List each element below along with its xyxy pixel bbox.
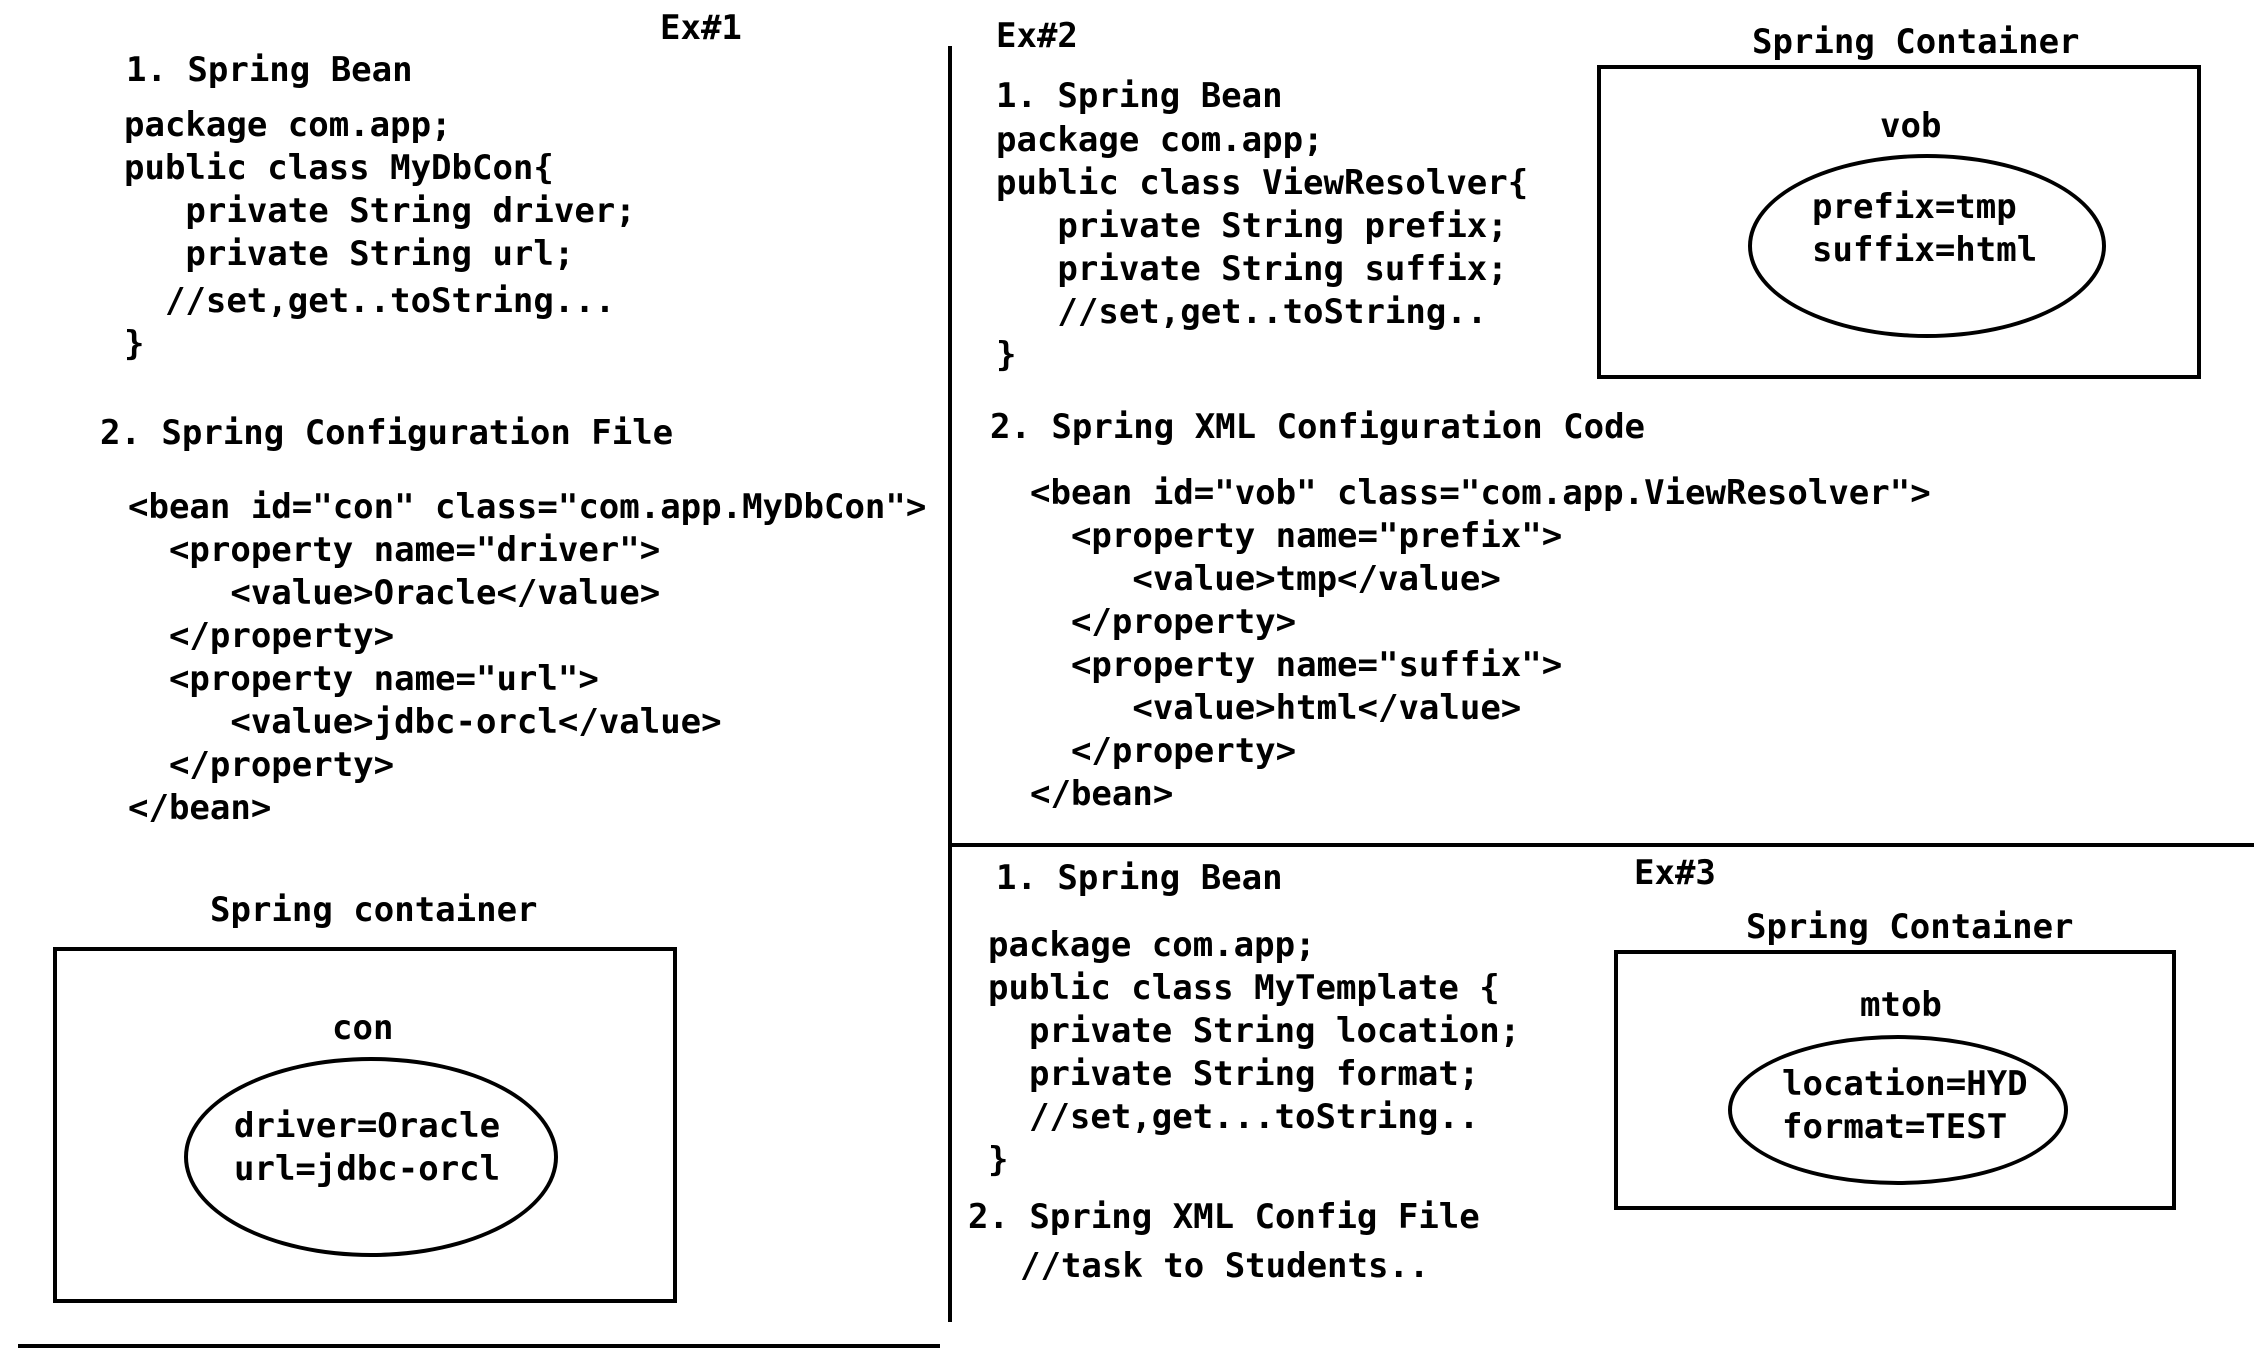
example-1-container-box: [53, 947, 677, 1303]
example-3-object-name: mtob: [1860, 985, 1942, 1025]
example-1-container-title: Spring container: [210, 890, 538, 930]
example-1-config-heading: 2. Spring Configuration File: [100, 413, 674, 453]
code-line: private String suffix;: [996, 249, 1508, 289]
object-property: location=HYD: [1782, 1064, 2028, 1104]
code-line: public class MyTemplate {: [988, 968, 1500, 1008]
horizontal-divider-right: [950, 843, 2254, 847]
example-1-object-name: con: [332, 1008, 394, 1048]
xml-line: <value>Oracle</value>: [128, 573, 661, 613]
example-1-object-oval: [184, 1057, 558, 1257]
example-3-object-props: location=HYD format=TEST: [1782, 1063, 2028, 1149]
xml-line: <property name="prefix">: [1030, 516, 1563, 556]
code-line: }: [124, 324, 145, 364]
code-line: public class ViewResolver{: [996, 163, 1529, 203]
example-1-object-props: driver=Oracle url=jdbc-orcl: [234, 1105, 500, 1191]
example-1-config-code: <bean id="con" class="com.app.MyDbCon"> …: [128, 486, 926, 830]
xml-line: </property>: [128, 616, 395, 656]
xml-line: <property name="suffix">: [1030, 645, 1563, 685]
xml-line: <value>html</value>: [1030, 688, 1522, 728]
example-3-bean-heading: 1. Spring Bean: [996, 858, 1283, 898]
xml-line: </property>: [1030, 731, 1297, 771]
vertical-divider: [948, 46, 952, 1322]
bottom-divider-left: [18, 1344, 940, 1348]
code-line: private String url;: [124, 234, 575, 274]
example-2-object-props: prefix=tmp suffix=html: [1812, 186, 2037, 272]
object-property: format=TEST: [1782, 1107, 2008, 1147]
example-3-container-box: [1614, 950, 2176, 1210]
example-2-object-oval: [1748, 154, 2106, 338]
example-1-tag: Ex#1: [660, 8, 742, 48]
code-line: package com.app;: [124, 105, 452, 145]
object-property: prefix=tmp: [1812, 187, 2017, 227]
example-2-config-code: <bean id="vob" class="com.app.ViewResolv…: [1030, 472, 1931, 816]
example-3-tag: Ex#3: [1634, 853, 1716, 893]
xml-line: <bean id="con" class="com.app.MyDbCon">: [128, 487, 927, 527]
code-line: private String driver;: [124, 191, 636, 231]
example-1-bean-heading: 1. Spring Bean: [126, 50, 413, 90]
example-3-bean-code: package com.app; public class MyTemplate…: [988, 924, 1520, 1182]
object-property: suffix=html: [1812, 230, 2038, 270]
object-property: driver=Oracle: [234, 1106, 501, 1146]
example-2-tag: Ex#2: [996, 16, 1078, 56]
example-3-config-note: //task to Students..: [1020, 1246, 1430, 1286]
xml-line: <property name="driver">: [128, 530, 661, 570]
code-line: private String location;: [988, 1011, 1521, 1051]
example-3-object-oval: [1728, 1035, 2068, 1185]
object-property: url=jdbc-orcl: [234, 1149, 501, 1189]
xml-line: </bean>: [128, 788, 272, 828]
xml-line: <property name="url">: [128, 659, 599, 699]
code-line: private String format;: [988, 1054, 1480, 1094]
xml-line: <value>jdbc-orcl</value>: [128, 702, 722, 742]
code-line: private String prefix;: [996, 206, 1508, 246]
code-line: //set,get...toString..: [988, 1097, 1480, 1137]
code-line: package com.app;: [996, 120, 1324, 160]
example-2-bean-heading: 1. Spring Bean: [996, 76, 1283, 116]
example-2-container-title: Spring Container: [1752, 22, 2080, 62]
code-line: //set,get..toString...: [124, 281, 616, 321]
xml-line: </property>: [1030, 602, 1297, 642]
code-line: package com.app;: [988, 925, 1316, 965]
example-1-bean-code: package com.app; public class MyDbCon{ p…: [124, 104, 636, 366]
xml-line: <bean id="vob" class="com.app.ViewResolv…: [1030, 473, 1931, 513]
example-3-container-title: Spring Container: [1746, 907, 2074, 947]
example-3-config-heading: 2. Spring XML Config File: [968, 1197, 1480, 1237]
code-line: //set,get..toString..: [996, 292, 1488, 332]
xml-line: <value>tmp</value>: [1030, 559, 1501, 599]
example-2-object-name: vob: [1880, 106, 1942, 146]
code-line: }: [988, 1140, 1009, 1180]
xml-line: </bean>: [1030, 774, 1174, 814]
example-2-container-box: [1597, 65, 2201, 379]
xml-line: </property>: [128, 745, 395, 785]
example-2-bean-code: package com.app; public class ViewResolv…: [996, 119, 1528, 377]
code-line: }: [996, 335, 1017, 375]
example-2-config-heading: 2. Spring XML Configuration Code: [990, 407, 1646, 447]
code-line: public class MyDbCon{: [124, 148, 554, 188]
